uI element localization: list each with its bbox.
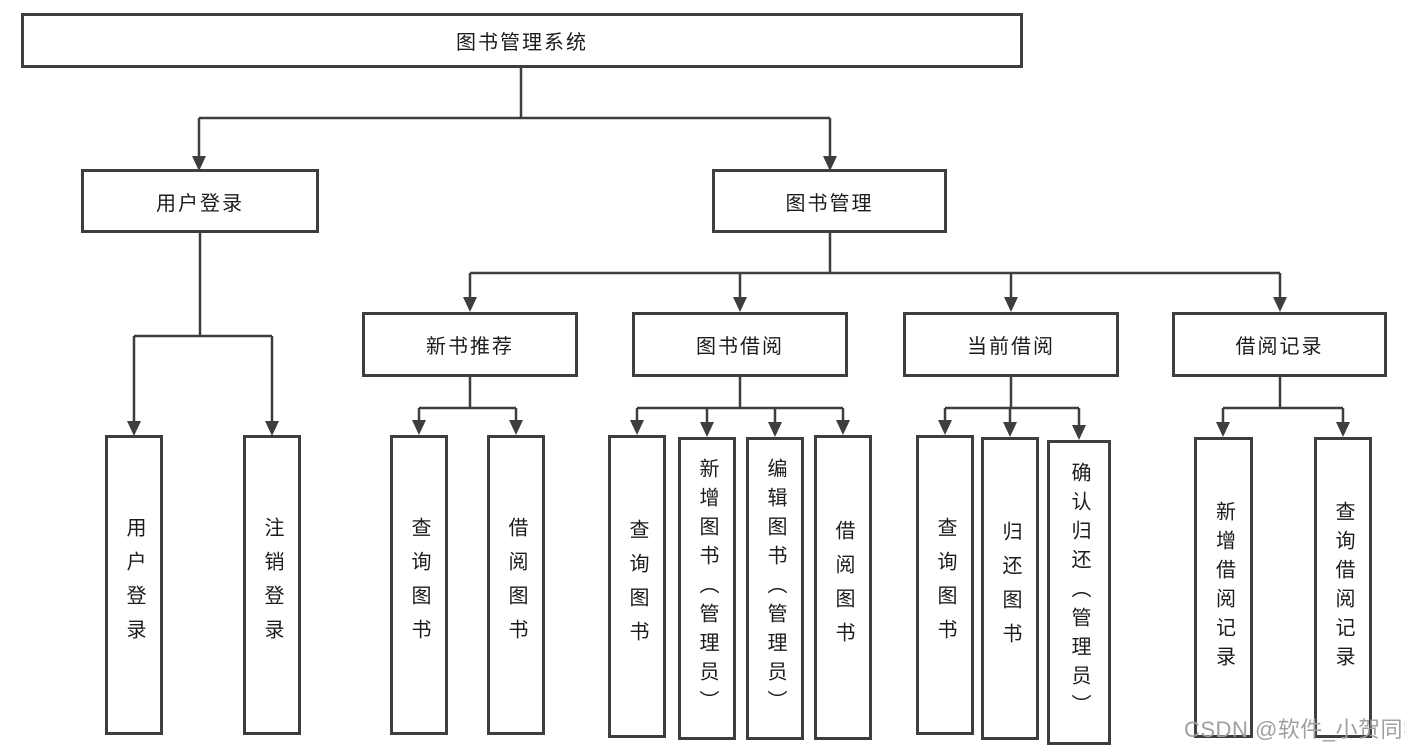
- connector-new-book-recommend-lines: [417, 377, 518, 421]
- node-edit-books-admin: 编辑图书（管理员）: [746, 437, 804, 740]
- node-user-login-label: 用户登录: [156, 192, 244, 215]
- node-add-books-admin-label: 新增图书（管理员）: [696, 458, 718, 719]
- connector-current-borrowing: [938, 377, 1086, 440]
- node-return-books: 归还图书: [981, 437, 1039, 740]
- node-query-borrow-record: 查询借阅记录: [1314, 437, 1372, 738]
- connector-user-login-arrowheads: [127, 421, 279, 436]
- connector-borrowing-records-arrowheads: [1216, 422, 1350, 437]
- connector-borrowing-records-lines: [1221, 377, 1345, 423]
- connector-new-book-recommend: [412, 377, 523, 435]
- connector-book-borrowing-lines: [635, 377, 845, 423]
- node-new-book-recommend: 新书推荐: [362, 312, 578, 377]
- watermark: CSDN @软件_小贺同学: [1184, 717, 1405, 742]
- node-add-borrow-record-label: 新增借阅记录: [1212, 500, 1235, 675]
- connector-current-borrowing-arrowheads: [938, 420, 1086, 440]
- node-book-management-label: 图书管理: [785, 192, 874, 215]
- node-recommend-borrow-books-label: 借阅图书: [505, 517, 527, 653]
- connector-root: [192, 68, 837, 171]
- node-current-borrowing-label: 当前借阅: [967, 336, 1055, 358]
- node-recommend-query-books: 查询图书: [390, 435, 448, 735]
- connector-book-management-arrowheads: [463, 297, 1287, 312]
- node-current-query-books-label: 查询图书: [934, 517, 956, 653]
- node-current-query-books: 查询图书: [916, 435, 974, 735]
- connector-current-borrowing-lines: [943, 377, 1081, 426]
- connector-book-management-lines: [468, 233, 1282, 298]
- node-borrowing-borrow-books: 借阅图书: [814, 435, 872, 740]
- connector-user-login-lines: [132, 233, 274, 422]
- node-borrowing-borrow-books-label: 借阅图书: [832, 519, 854, 656]
- node-user-login-leaf-label: 用户登录: [123, 517, 145, 653]
- node-book-borrowing: 图书借阅: [632, 312, 848, 377]
- connector-user-login: [127, 233, 279, 436]
- node-recommend-query-books-label: 查询图书: [408, 517, 430, 653]
- node-user-login: 用户登录: [81, 169, 319, 233]
- node-borrowing-records-label: 借阅记录: [1235, 336, 1324, 358]
- node-library-management-system-label: 图书管理系统: [456, 32, 588, 54]
- node-edit-books-admin-label: 编辑图书（管理员）: [764, 458, 786, 719]
- node-logout-label: 注销登录: [261, 517, 283, 653]
- node-confirm-return-admin-label: 确认归还（管理员）: [1068, 462, 1090, 723]
- node-add-books-admin: 新增图书（管理员）: [678, 437, 736, 740]
- node-return-books-label: 归还图书: [999, 520, 1021, 657]
- node-recommend-borrow-books: 借阅图书: [487, 435, 545, 735]
- connector-new-book-recommend-arrowheads: [412, 420, 523, 435]
- node-current-borrowing: 当前借阅: [903, 312, 1119, 377]
- connector-borrowing-records: [1216, 377, 1350, 437]
- node-book-borrowing-label: 图书借阅: [696, 336, 784, 358]
- node-borrowing-query-books: 查询图书: [608, 435, 666, 738]
- node-book-management: 图书管理: [712, 169, 947, 233]
- node-query-borrow-record-label: 查询借阅记录: [1332, 500, 1354, 675]
- node-borrowing-query-books-label: 查询图书: [626, 518, 648, 655]
- connector-root-lines: [197, 68, 832, 157]
- connector-book-management: [463, 233, 1287, 312]
- connector-book-borrowing: [630, 377, 850, 437]
- node-confirm-return-admin: 确认归还（管理员）: [1047, 440, 1111, 745]
- node-new-book-recommend-label: 新书推荐: [426, 336, 514, 358]
- node-user-login-leaf: 用户登录: [105, 435, 163, 735]
- node-library-management-system: 图书管理系统: [21, 13, 1023, 68]
- node-borrowing-records: 借阅记录: [1172, 312, 1387, 377]
- node-logout: 注销登录: [243, 435, 301, 735]
- node-add-borrow-record: 新增借阅记录: [1194, 437, 1253, 738]
